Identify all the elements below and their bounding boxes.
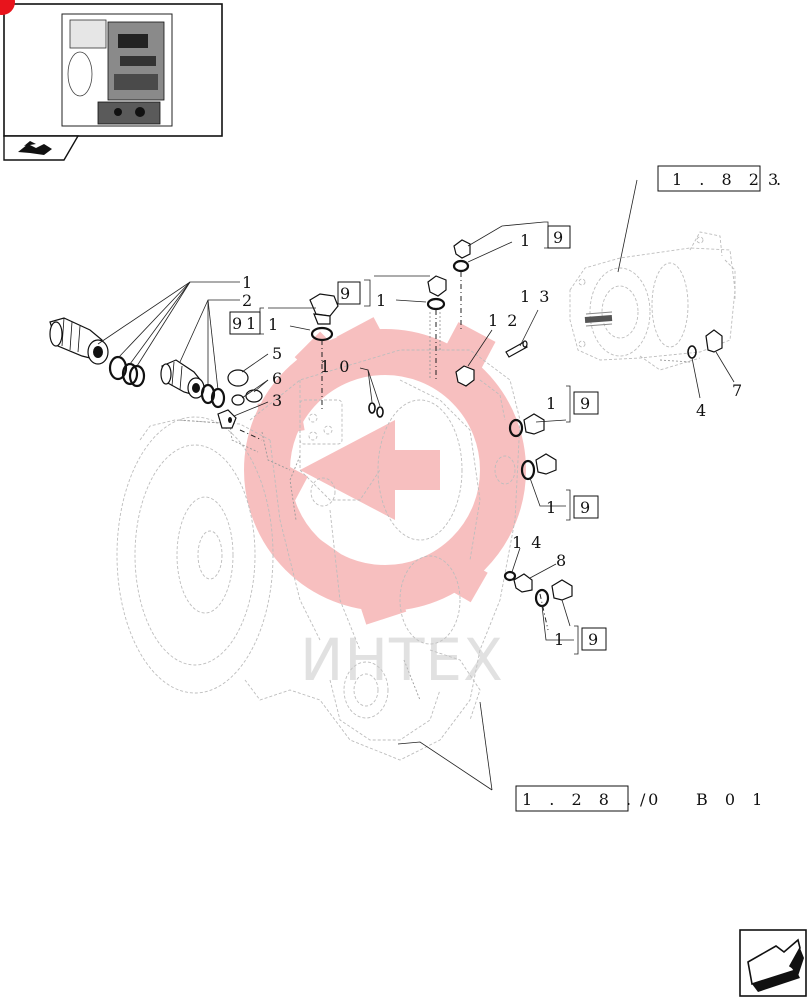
o-ring-1a[interactable]	[108, 355, 128, 381]
plug-part-r2[interactable]	[535, 453, 557, 475]
plug-part-top-mid[interactable]	[427, 275, 447, 297]
o-ring-10a[interactable]	[368, 402, 376, 414]
corner-badge	[0, 0, 15, 15]
plug-part-3[interactable]	[217, 409, 237, 429]
label-part-13: 1 3	[520, 287, 551, 306]
o-ring-top-mid[interactable]	[426, 297, 446, 311]
svg-text:9: 9	[580, 498, 592, 517]
label-ref-1-left2: 1	[268, 315, 280, 334]
o-ring-4[interactable]	[687, 345, 697, 359]
label-part-8: 8	[556, 551, 568, 570]
label-part-7: 7	[732, 381, 744, 400]
ref-box-transmission[interactable]: 1 . 2 8 . 0	[515, 785, 664, 812]
label-part-1: 1	[242, 273, 254, 292]
plug-part-91[interactable]	[309, 293, 339, 325]
watermark-logo	[244, 317, 526, 625]
o-ring-r1[interactable]	[508, 418, 524, 438]
label-ref-1-left: 1	[376, 291, 388, 310]
o-ring-10b[interactable]	[376, 406, 384, 418]
label-ref-1-top: 1	[520, 231, 532, 250]
svg-text:1: 1	[246, 314, 258, 333]
svg-text:9: 9	[580, 394, 592, 413]
label-part-14: 1 4	[512, 533, 543, 552]
label-part-3: 3	[272, 391, 284, 410]
plug-part-12[interactable]	[455, 365, 475, 387]
pin-part-13[interactable]	[505, 340, 528, 358]
fitting-part-1[interactable]	[49, 317, 109, 365]
disc-part-5[interactable]	[227, 369, 249, 387]
svg-text:9: 9	[340, 284, 352, 303]
watermark-text: ИНТЕХ	[300, 626, 504, 694]
ref-box-9-top[interactable]: 9	[547, 225, 571, 249]
book-arrow-icon[interactable]	[3, 135, 80, 161]
plug-part-r3[interactable]	[551, 579, 573, 601]
adapter-part-8[interactable]	[513, 573, 533, 593]
ref-box-pump[interactable]: 1 . 8 2 .	[657, 165, 787, 192]
svg-text:9: 9	[232, 314, 244, 333]
ref-box-9-r2[interactable]: 9	[573, 495, 599, 519]
cap-part-7[interactable]	[705, 329, 723, 353]
label-ref-1-r2: 1	[546, 498, 558, 517]
svg-text:9: 9	[588, 630, 600, 649]
svg-text:9: 9	[553, 228, 565, 247]
label-part-10: 1 0	[320, 357, 351, 376]
label-part-12: 1 2	[488, 311, 519, 330]
ref-box-91[interactable]: 9 1	[229, 311, 261, 335]
ref-box-9-r3[interactable]: 9	[581, 627, 607, 651]
label-part-5: 5	[272, 344, 284, 363]
label-part-2: 2	[242, 291, 254, 310]
label-part-4: 4	[696, 401, 708, 420]
o-ring-r3[interactable]	[534, 588, 550, 608]
ref-pump-text: 1 . 8 2 .	[672, 170, 787, 189]
ref-transmission-code: B 0 1	[696, 790, 768, 809]
o-ring-14[interactable]	[503, 570, 517, 582]
thumbnail-panel[interactable]	[3, 3, 223, 137]
ref-transmission-text: 1 . 2 8 . 0	[522, 790, 664, 809]
ref-box-9-r1[interactable]: 9	[573, 391, 599, 415]
ref-transmission-sep: /	[640, 790, 647, 809]
label-ref-1-r1: 1	[546, 394, 558, 413]
ref-pump-suffix: 3	[768, 170, 780, 189]
plug-part-r1[interactable]	[523, 413, 545, 435]
ref-box-9-left[interactable]: 9	[337, 281, 361, 305]
label-part-6: 6	[272, 369, 284, 388]
axis-lines	[239, 272, 549, 631]
o-ring-r2[interactable]	[520, 459, 536, 481]
plug-part-top-right[interactable]	[453, 239, 471, 259]
o-ring-top-right[interactable]	[452, 259, 470, 273]
transmission-thumbnail-icon	[61, 13, 173, 127]
label-ref-1-r3: 1	[554, 630, 566, 649]
disc-part-6a[interactable]	[231, 394, 245, 406]
pump-shaft	[584, 311, 613, 327]
next-page-arrow-icon[interactable]	[739, 929, 807, 997]
hydraulic-pump-ghost	[569, 231, 736, 371]
fitting-part-2[interactable]	[160, 359, 205, 399]
transmission-housing-ghost	[116, 312, 521, 761]
